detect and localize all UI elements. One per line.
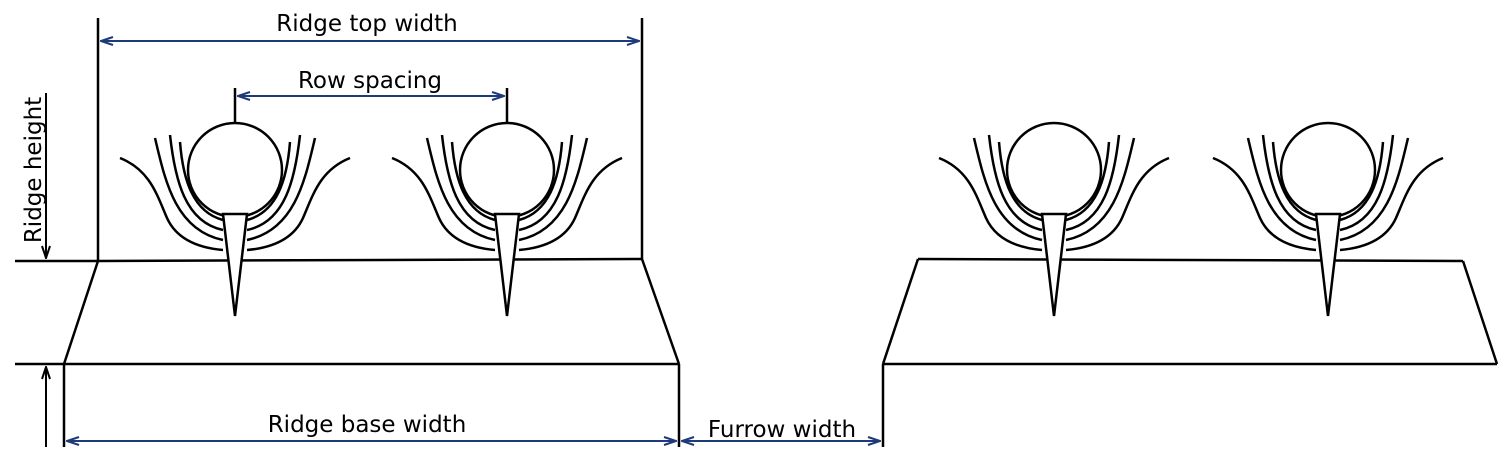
plant-left-2 [390, 121, 624, 318]
left-ridge [15, 18, 681, 447]
plant-left-1 [118, 121, 352, 318]
ridge-height-label: Ridge height [21, 97, 47, 243]
plant-right-1 [937, 121, 1171, 318]
furrow-width-label: Furrow width [708, 417, 856, 443]
plant-right-2 [1211, 121, 1445, 318]
ridge-top-width-label: Ridge top width [276, 11, 457, 37]
right-ridge [881, 257, 1499, 447]
ridge-base-width-label: Ridge base width [268, 412, 467, 438]
row-spacing-label: Row spacing [298, 68, 442, 94]
